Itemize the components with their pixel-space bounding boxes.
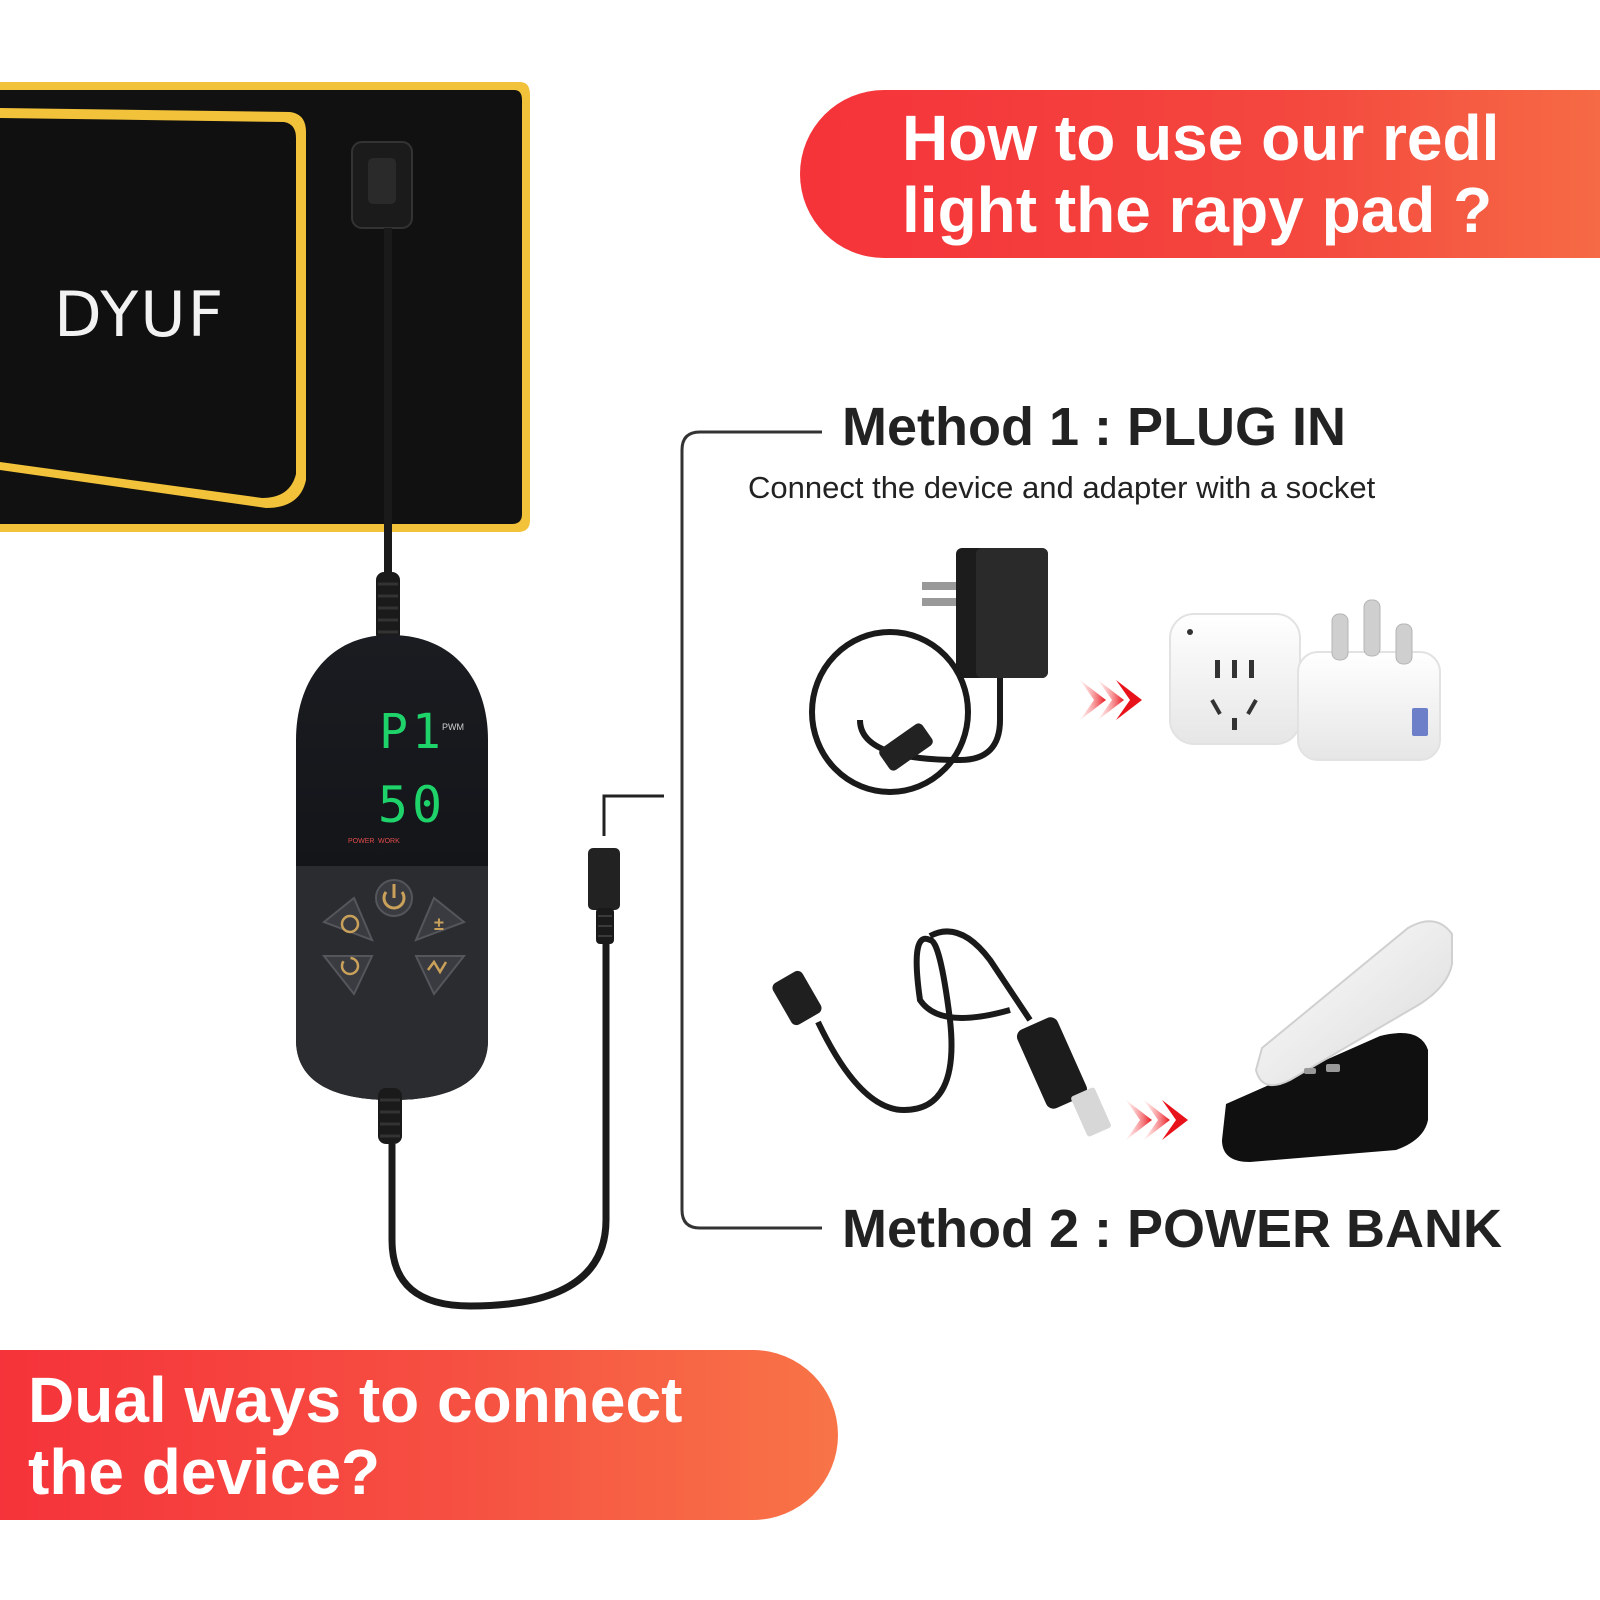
method-2-title: Method 2 : POWER BANK bbox=[842, 1199, 1502, 1259]
indicator-work: WORK bbox=[378, 838, 400, 845]
wall-adapter bbox=[809, 548, 1048, 795]
arrow-right-icon bbox=[1126, 1100, 1188, 1140]
controller: ± bbox=[296, 635, 488, 1100]
wall-socket bbox=[1169, 613, 1301, 745]
display-row-2: 50 bbox=[377, 776, 447, 834]
power-bank bbox=[1222, 920, 1453, 1162]
method-1-description: Connect the device and adapter with a so… bbox=[748, 470, 1376, 505]
strain-relief-top bbox=[376, 572, 400, 642]
indicator-power: POWER bbox=[348, 838, 375, 845]
footer-banner: Dual ways to connect the device? bbox=[0, 1350, 838, 1520]
plug-adapter bbox=[1297, 599, 1441, 761]
dc-connector bbox=[588, 848, 620, 944]
headline-banner: How to use our redl light the rapy pad ? bbox=[800, 90, 1600, 258]
usb-cable bbox=[772, 928, 1111, 1137]
brand-label: DYUF bbox=[54, 278, 226, 351]
headline-text: How to use our redl light the rapy pad ? bbox=[902, 102, 1500, 246]
svg-text:±: ± bbox=[434, 914, 444, 934]
arrow-right-icon bbox=[1080, 680, 1142, 720]
method-1-title: Method 1 : PLUG IN bbox=[842, 397, 1346, 457]
strain-relief-bottom bbox=[378, 1088, 402, 1144]
plus-minus-icon[interactable] bbox=[414, 896, 466, 942]
footer-banner-text: Dual ways to connect the device? bbox=[28, 1364, 683, 1508]
wave-icon[interactable] bbox=[414, 955, 467, 996]
display-row-1: P1 bbox=[379, 704, 445, 760]
display-mode-label: PWM bbox=[442, 722, 464, 732]
